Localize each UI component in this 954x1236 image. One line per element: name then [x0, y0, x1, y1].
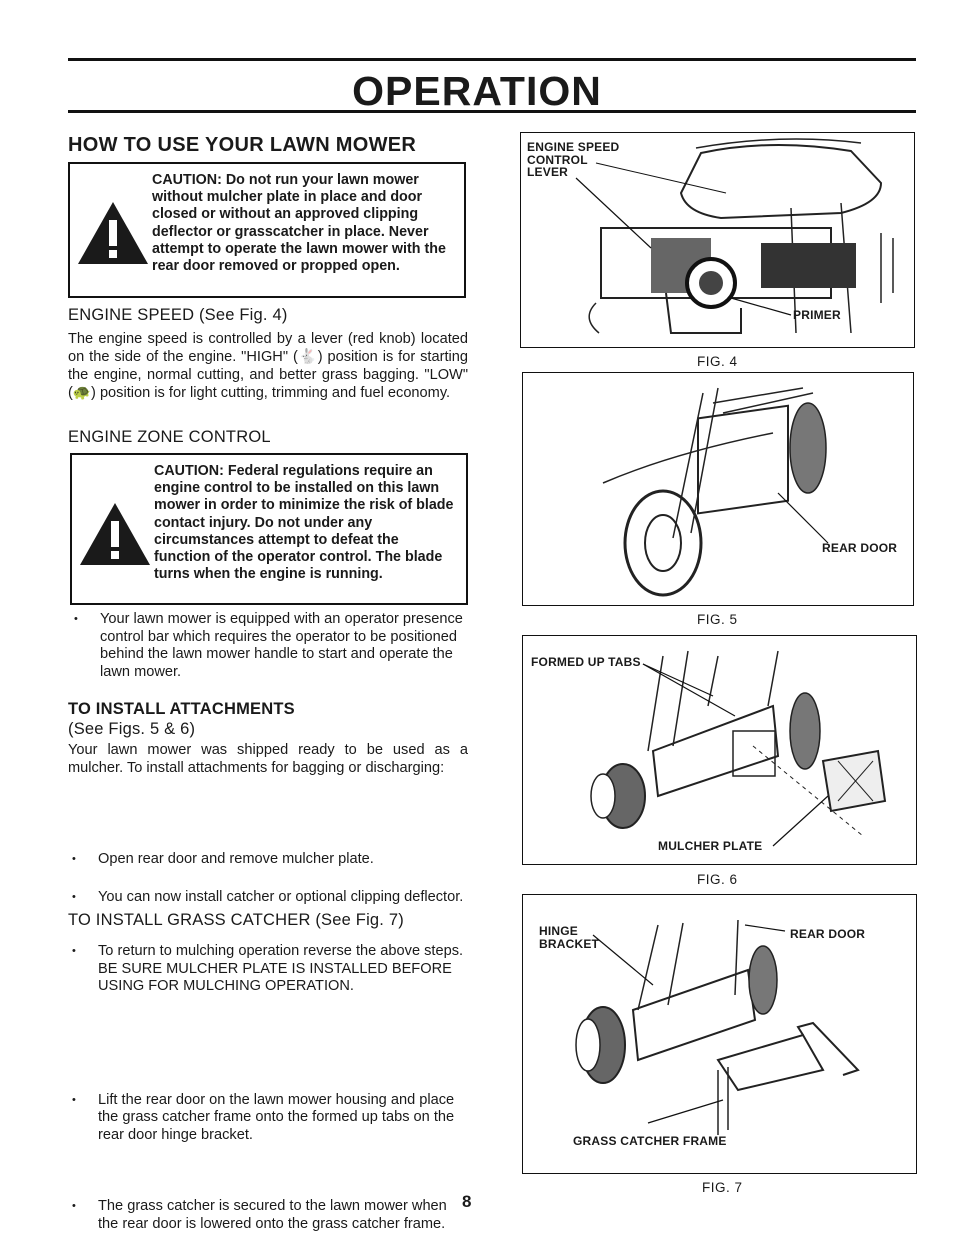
attachments-heading: TO INSTALL ATTACHMENTS	[68, 700, 295, 718]
caution-box-zone: CAUTION: Federal regulations require an …	[70, 453, 468, 605]
label-engine-speed-lever: ENGINE SPEED CONTROL LEVER	[527, 140, 620, 179]
page-number: 8	[462, 1192, 472, 1211]
figure-4-caption: FIG. 4	[697, 354, 738, 369]
figure-5-caption: FIG. 5	[697, 612, 738, 627]
mulcher-plate-illustration	[590, 650, 887, 847]
label-formed-up-tabs: FORMED UP TABS	[531, 655, 641, 669]
warning-triangle-icon	[80, 503, 150, 565]
section-title: HOW TO USE YOUR LAWN MOWER	[68, 134, 417, 156]
label-mulcher-plate: MULCHER PLATE	[658, 839, 763, 853]
warning-triangle-icon	[78, 202, 148, 264]
attach-bullet-1: Open rear door and remove mulcher plate.	[68, 851, 468, 869]
figure-6-mulcher-plate: FORMED UP TABS MULCHER PLATE	[522, 635, 917, 865]
grass-catcher-heading: TO INSTALL GRASS CATCHER (See Fig. 7)	[68, 911, 404, 929]
rear-door-illustration	[602, 387, 829, 597]
top-rule	[68, 58, 916, 61]
figure-6-caption: FIG. 6	[697, 872, 738, 887]
caution-text-mulcher: CAUTION: Do not run your lawn mower with…	[152, 172, 446, 275]
label-primer: PRIMER	[793, 308, 841, 322]
attach-bullet-2: You can now install catcher or optional …	[68, 889, 468, 907]
figure-4-engine: ENGINE SPEED CONTROL LEVER PRIMER	[520, 132, 915, 348]
attachments-text: Your lawn mower was shipped ready to be …	[68, 742, 468, 776]
catcher-bullet-2: The grass catcher is secured to the lawn…	[68, 1198, 468, 1233]
engine-speed-heading: ENGINE SPEED (See Fig. 4)	[68, 306, 288, 324]
catcher-bullet-1: Lift the rear door on the lawn mower hou…	[68, 1092, 468, 1145]
attachments-subheading: (See Figs. 5 & 6)	[68, 720, 196, 738]
figure-7-caption: FIG. 7	[702, 1180, 743, 1195]
label-rear-door-fig7: REAR DOOR	[790, 927, 866, 941]
label-hinge-bracket: HINGE BRACKET	[539, 924, 600, 951]
label-rear-door-fig5: REAR DOOR	[822, 541, 898, 555]
engine-speed-text: The engine speed is controlled by a leve…	[68, 331, 468, 401]
attach-bullet-3: To return to mulching operation reverse …	[68, 943, 468, 996]
figure-5-rear-door: REAR DOOR	[522, 372, 914, 606]
engine-zone-heading: ENGINE ZONE CONTROL	[68, 428, 271, 446]
label-grass-catcher-frame: GRASS CATCHER FRAME	[573, 1134, 727, 1148]
page-title: OPERATION	[352, 68, 602, 114]
caution-box-mulcher: CAUTION: Do not run your lawn mower with…	[68, 162, 466, 298]
figure-7-grass-catcher: HINGE BRACKET REAR DOOR GRASS CATCHER FR…	[522, 894, 917, 1174]
caution-text-zone: CAUTION: Federal regulations require an …	[154, 463, 454, 583]
title-underline	[68, 110, 916, 113]
zone-bullet: Your lawn mower is equipped with an oper…	[70, 611, 470, 681]
grass-catcher-illustration	[575, 919, 860, 1135]
engine-illustration	[575, 138, 894, 334]
